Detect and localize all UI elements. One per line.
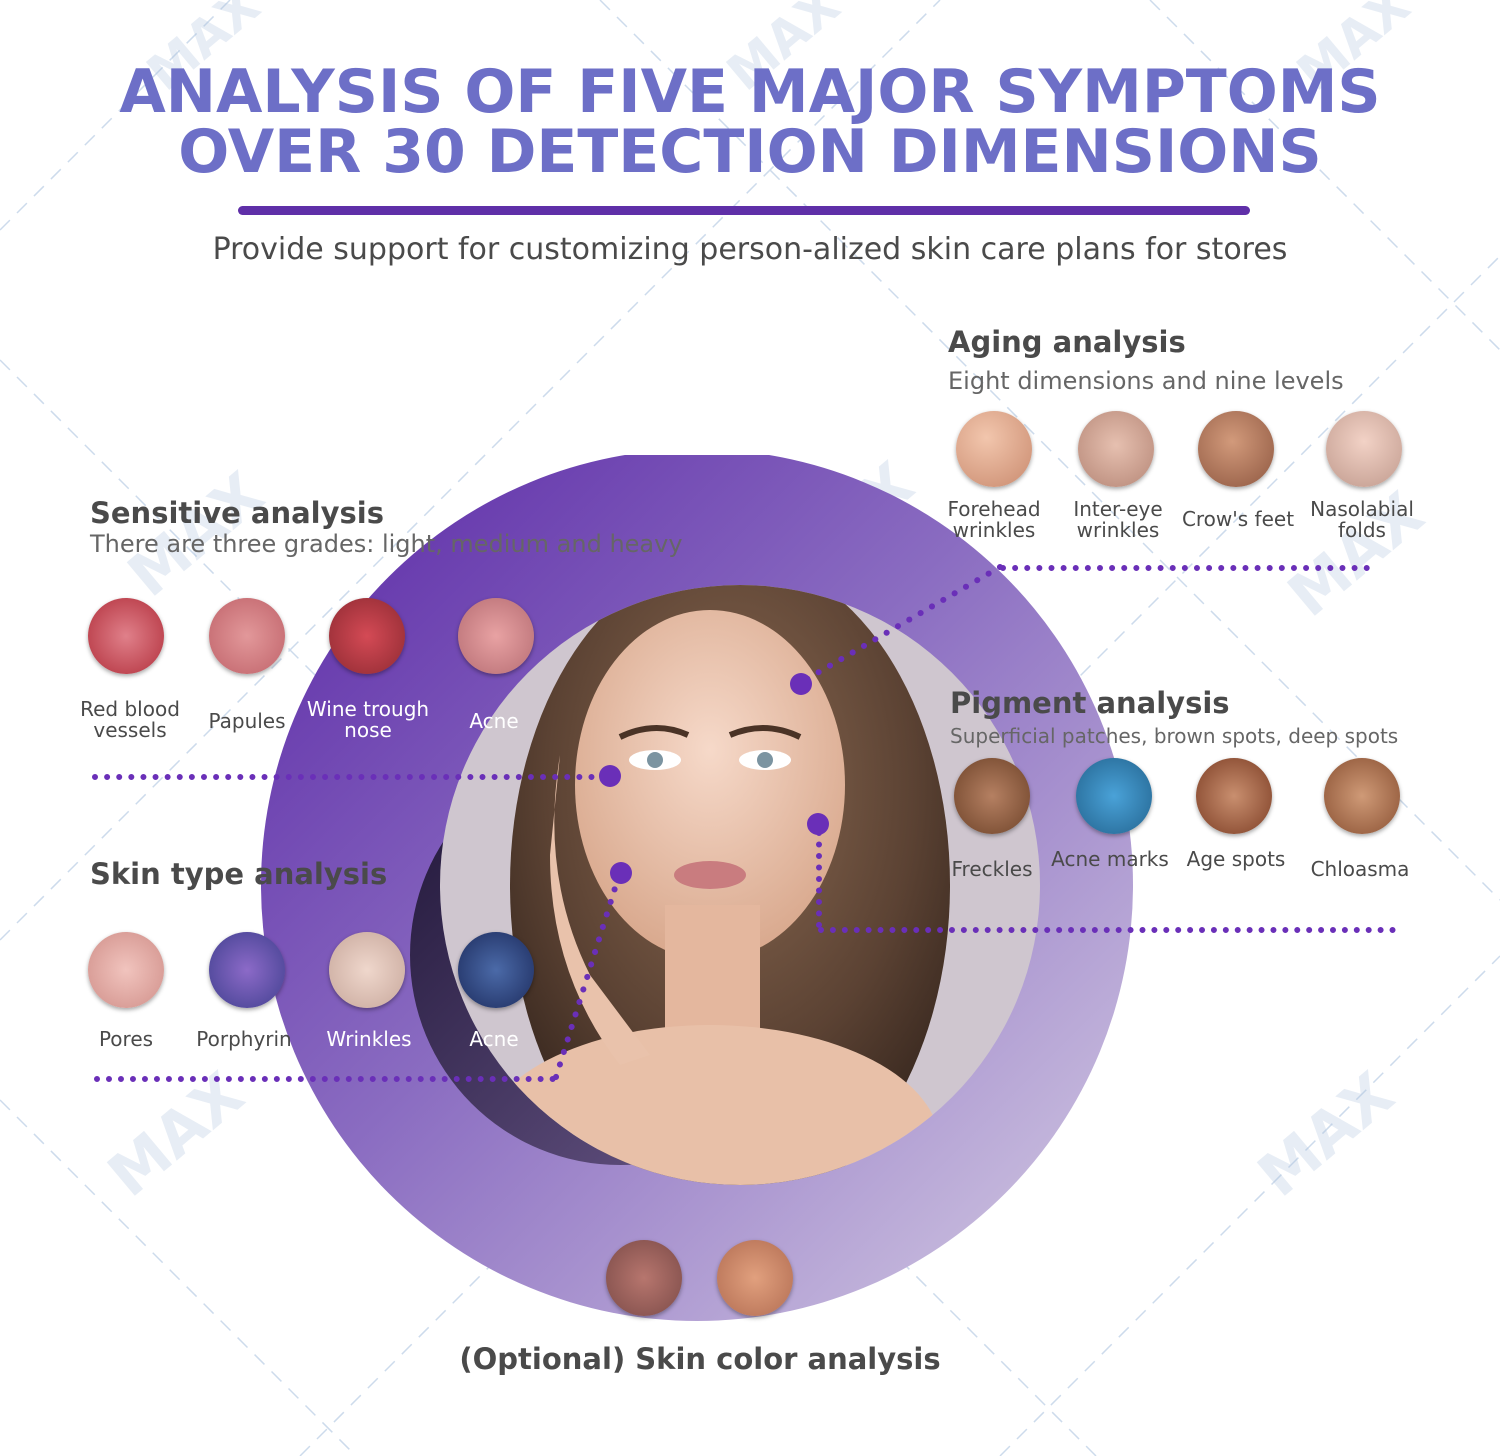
acne-marks-label: Acne marks: [1051, 847, 1169, 871]
inter-eye-wrinkles-image: [1078, 411, 1154, 487]
red-blood-vessels-image: [88, 598, 164, 674]
title-underline: [238, 206, 1250, 215]
skin-type-connector-line: [94, 1076, 556, 1082]
inter-eye-wrinkles-label: Inter-eye wrinkles: [1073, 497, 1163, 542]
acne-marks-image: [1076, 758, 1152, 834]
skin-type-analysis-title: Skin type analysis: [90, 857, 388, 891]
red-blood-vessels-label: Red blood vessels: [80, 697, 180, 742]
chloasma-label: Chloasma: [1310, 857, 1410, 881]
forehead-wrinkles-image: [956, 411, 1032, 487]
aging-analysis-title: Aging analysis: [948, 325, 1186, 359]
freckles-image: [954, 758, 1030, 834]
face-point-forehead: [790, 673, 812, 695]
page-title: ANALYSIS OF FIVE MAJOR SYMPTOMS OVER 30 …: [0, 62, 1500, 182]
age-spots-label: Age spots: [1186, 847, 1286, 871]
crows-feet-label: Crow's feet: [1181, 507, 1295, 531]
porphyrin-label: Porphyrin: [196, 1027, 292, 1051]
skin-type-acne-image: [458, 932, 534, 1008]
title-line-2: OVER 30 DETECTION DIMENSIONS: [178, 117, 1322, 187]
papules-image: [209, 598, 285, 674]
woman-portrait: [440, 585, 1040, 1185]
face-point-cheek-left: [599, 765, 621, 787]
porphyrin-image: [209, 932, 285, 1008]
chloasma-image: [1324, 758, 1400, 834]
page-subtitle: Provide support for customizing person-a…: [212, 232, 1288, 267]
skin-color-sample-2: [717, 1240, 793, 1316]
age-spots-image: [1196, 758, 1272, 834]
papules-label: Papules: [208, 709, 286, 733]
pigment-connector-vertical: [816, 830, 822, 928]
sensitive-analysis-subtitle: There are three grades: light, medium an…: [90, 530, 683, 558]
skin-color-sample-1: [606, 1240, 682, 1316]
wine-trough-nose-image: [329, 598, 405, 674]
wrinkles-image: [329, 932, 405, 1008]
nasolabial-folds-image: [1326, 411, 1402, 487]
forehead-wrinkles-label: Forehead wrinkles: [947, 497, 1041, 542]
wine-trough-nose-label: Wine trough nose: [306, 697, 430, 742]
aging-connector-line: [1000, 565, 1370, 571]
sensitive-analysis-title: Sensitive analysis: [90, 496, 384, 530]
face-point-chin: [610, 862, 632, 884]
pigment-connector-line: [818, 927, 1396, 933]
sensitive-acne-image: [458, 598, 534, 674]
pigment-analysis-subtitle: Superficial patches, brown spots, deep s…: [950, 724, 1399, 748]
sensitive-acne-label: Acne: [469, 709, 519, 733]
skin-color-analysis-title: (Optional) Skin color analysis: [459, 1342, 941, 1376]
pigment-analysis-title: Pigment analysis: [950, 686, 1230, 720]
nasolabial-folds-label: Nasolabial folds: [1310, 497, 1414, 542]
wrinkles-label: Wrinkles: [326, 1027, 412, 1051]
pores-image: [88, 932, 164, 1008]
skin-type-acne-label: Acne: [469, 1027, 519, 1051]
face-point-cheek-right: [807, 813, 829, 835]
aging-analysis-subtitle: Eight dimensions and nine levels: [948, 367, 1344, 395]
sensitive-connector-line: [92, 774, 607, 780]
central-ring-graphic: [261, 455, 1133, 1321]
crows-feet-image: [1198, 411, 1274, 487]
title-line-1: ANALYSIS OF FIVE MAJOR SYMPTOMS: [119, 57, 1381, 127]
pores-label: Pores: [98, 1027, 154, 1051]
freckles-label: Freckles: [951, 857, 1033, 881]
